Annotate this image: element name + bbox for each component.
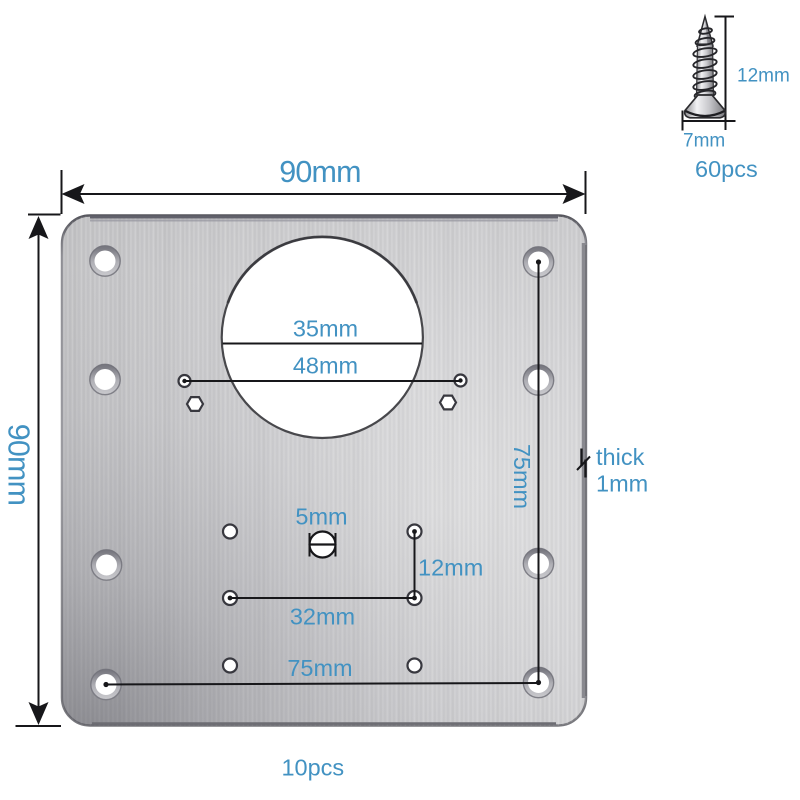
svg-text:35mm: 35mm bbox=[293, 316, 358, 342]
svg-text:5mm: 5mm bbox=[295, 504, 347, 530]
svg-text:thick: thick bbox=[596, 444, 645, 470]
svg-text:60pcs: 60pcs bbox=[695, 156, 758, 182]
svg-text:75mm: 75mm bbox=[287, 655, 352, 681]
svg-text:75mm: 75mm bbox=[509, 444, 535, 509]
svg-text:32mm: 32mm bbox=[290, 604, 355, 630]
svg-text:12mm: 12mm bbox=[737, 66, 790, 87]
svg-text:10pcs: 10pcs bbox=[281, 755, 344, 781]
svg-text:90mm: 90mm bbox=[279, 155, 361, 189]
svg-text:12mm: 12mm bbox=[418, 555, 483, 581]
svg-text:1mm: 1mm bbox=[596, 471, 648, 497]
svg-text:7mm: 7mm bbox=[683, 131, 725, 152]
svg-text:48mm: 48mm bbox=[293, 353, 358, 379]
svg-text:90mm: 90mm bbox=[2, 424, 36, 506]
